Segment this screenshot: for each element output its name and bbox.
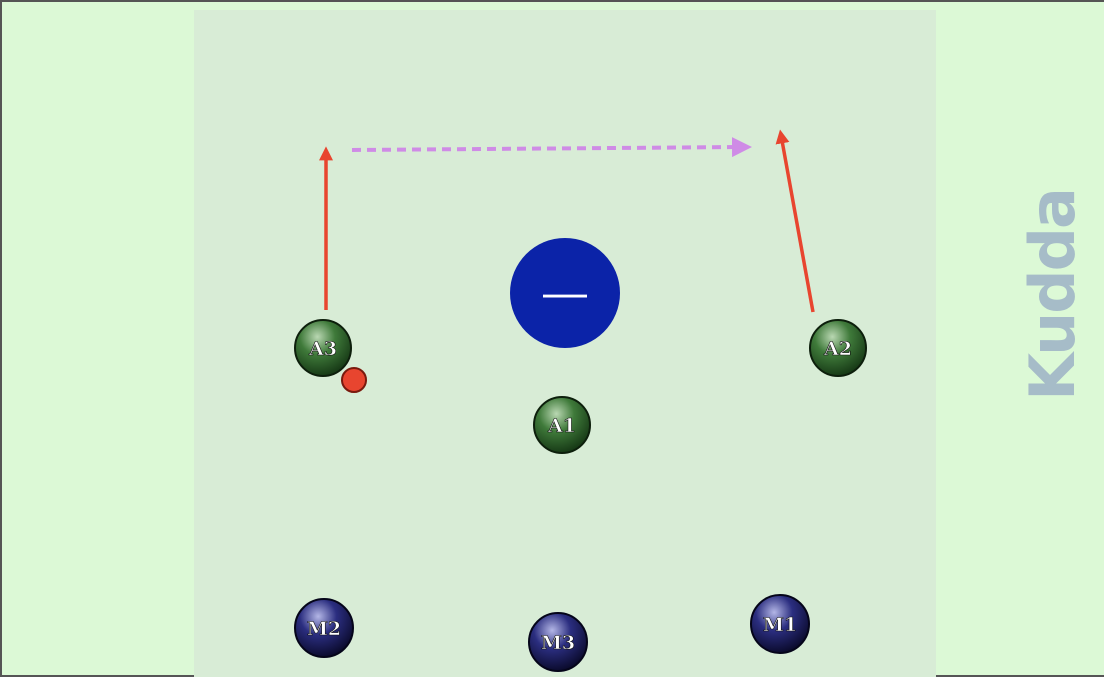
- player-m3[interactable]: M3: [528, 612, 588, 672]
- player-m1[interactable]: M1: [750, 594, 810, 654]
- player-a1[interactable]: A1: [533, 396, 591, 454]
- pass-arrow: [351, 137, 752, 158]
- goal-symbol: —: [543, 268, 587, 317]
- player-a3[interactable]: A3: [294, 319, 352, 377]
- player-label: M3: [541, 632, 575, 654]
- player-label: A2: [823, 338, 852, 360]
- player-label: M2: [307, 618, 341, 640]
- player-a2[interactable]: A2: [809, 319, 867, 377]
- kudda-logo: Kudda: [1016, 189, 1089, 401]
- movement-arrow-a2: [775, 129, 815, 313]
- ball[interactable]: [341, 367, 367, 393]
- player-label: A3: [308, 338, 337, 360]
- player-m2[interactable]: M2: [294, 598, 354, 658]
- player-label: A1: [547, 415, 576, 437]
- player-label: M1: [763, 614, 797, 636]
- goal-circle: —: [510, 238, 620, 348]
